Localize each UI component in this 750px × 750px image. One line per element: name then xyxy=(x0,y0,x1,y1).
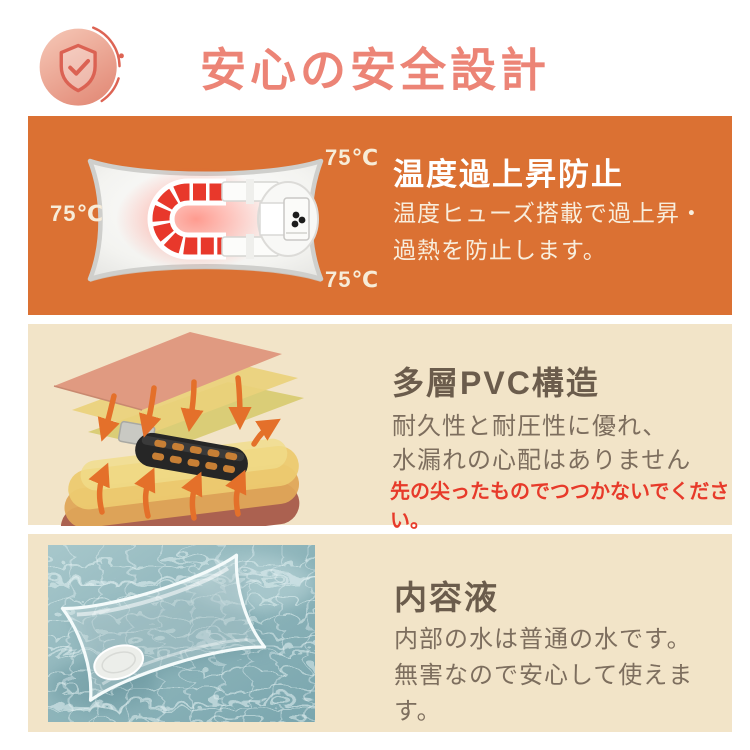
section-title-overheat: 温度過上昇防止 xyxy=(393,157,624,192)
section-multilayer-pvc: 多層PVC構造 耐久性と耐圧性に優れ、 水漏れの心配はありません 先の尖ったもの… xyxy=(28,324,732,549)
body-line: 耐久性と耐圧性に優れ、 xyxy=(392,413,668,440)
section-overheat-prevention: 75℃ 75℃ 75℃ 温度過上昇防止 温度ヒューズ搭載で過上昇・ 過熱を防止し… xyxy=(28,116,732,315)
hot-water-bag-illustration-svg xyxy=(87,158,324,282)
section-content-liquid: 内容液 内部の水は普通の水です。 無害なので安心して使えます。 xyxy=(28,534,732,732)
page-title: 安心の安全設計 xyxy=(200,44,550,96)
multilayer-pvc-illustration-svg xyxy=(53,332,304,549)
water-photo-svg xyxy=(48,545,315,722)
temp-label-bottom-right: 75℃ xyxy=(325,267,380,292)
temp-label-left: 75℃ xyxy=(50,201,105,226)
water-content-photo xyxy=(48,545,315,722)
section-body-liquid: 内部の水は普通の水です。 無害なので安心して使えます。 xyxy=(394,622,732,730)
body-line: 過熱を防止します。 xyxy=(393,237,607,263)
shield-check-icon-svg xyxy=(39,26,124,106)
section-title-pvc: 多層PVC構造 xyxy=(392,365,600,401)
body-line: 水漏れの心配はありません xyxy=(392,447,692,474)
temp-label-top-right: 75℃ xyxy=(325,145,380,170)
section-title-liquid: 内容液 xyxy=(394,579,499,616)
section-body-overheat: 温度ヒューズ搭載で過上昇・ 過熱を防止します。 xyxy=(393,195,704,269)
warning-text: 先の尖ったものでつつかないでください。 xyxy=(390,481,730,532)
section-body-pvc: 耐久性と耐圧性に優れ、 水漏れの心配はありません xyxy=(392,410,691,478)
body-line: 温度ヒューズ搭載で過上昇・ xyxy=(393,200,704,226)
body-line: 無害なので安心して使えます。 xyxy=(394,662,694,725)
hot-water-bag-heater-illustration xyxy=(78,132,333,304)
body-line: 内部の水は普通の水です。 xyxy=(394,626,692,653)
shield-check-icon xyxy=(34,22,128,116)
multilayer-pvc-illustration xyxy=(42,328,322,549)
